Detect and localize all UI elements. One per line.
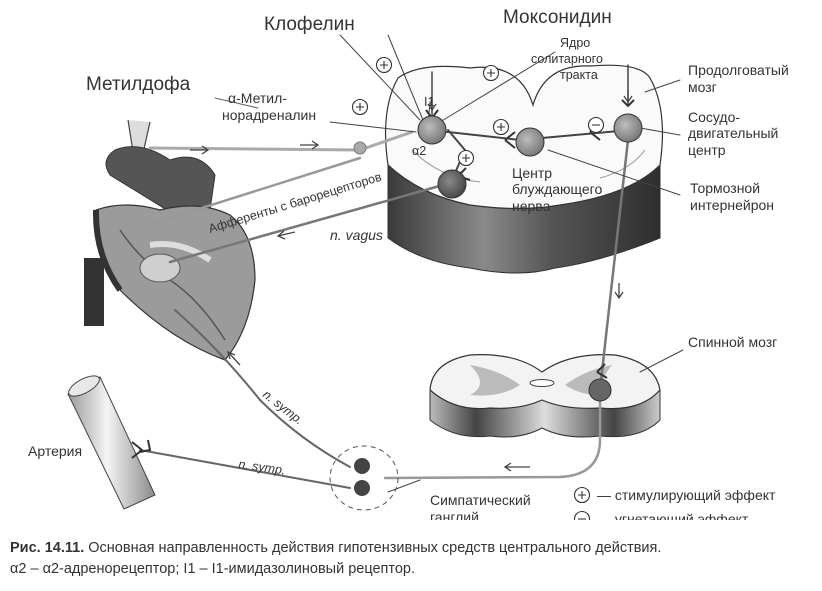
ganglion-neuron-bottom (354, 480, 370, 496)
label-ganglion-1: Симпатический (430, 492, 531, 508)
inhibitory-interneuron-cell (515, 127, 545, 157)
label-alpha2: α2 (412, 144, 426, 158)
label-spinal-cord: Спинной мозг (688, 334, 777, 350)
label-inhibitory-2: интернейрон (690, 197, 774, 213)
vagus-center-cell (437, 169, 467, 199)
label-alpha-methyl-1: α-Метил- (228, 90, 287, 106)
label-vagus-center-1: Центр (512, 165, 552, 181)
plus-icon (375, 56, 393, 74)
label-ganglion-2: ганглий (430, 509, 479, 520)
label-artery: Артерия (28, 443, 82, 459)
label-solitary-2: солитарного (531, 52, 603, 66)
legend-minus-icon (573, 510, 591, 520)
label-medulla-1: Продолговатый (688, 62, 789, 78)
caption-line2: α2 – α2-адренорецептор; I1 – I1-имидазол… (10, 561, 416, 577)
label-solitary-1: Ядро (560, 36, 590, 50)
label-n-vagus: n. vagus (330, 227, 383, 243)
vasomotor-center-cell (613, 113, 643, 143)
ganglion-boundary (329, 445, 399, 511)
label-vasomotor-2: двигательный (688, 125, 778, 141)
minus-icon (587, 116, 605, 134)
flow-arrows (190, 90, 633, 472)
label-n-symp-2: n. symp. (238, 457, 287, 477)
label-vasomotor-1: Сосудо- (688, 109, 740, 125)
caption-line1: Основная направленность действия гипотен… (84, 540, 662, 556)
spinal-neuron (588, 378, 612, 402)
label-vagus-center-3: нерва (512, 198, 551, 214)
legend-plus-text: — стимулирующий эффект (597, 487, 776, 503)
legend-minus-text: — угнетающий эффект (597, 511, 749, 520)
label-alpha-methyl-2: норадреналин (222, 107, 316, 123)
pharmacology-diagram: Клофелин Моксонидин Метилдофа α-Метил- н… (28, 7, 789, 520)
legend-plus-icon (573, 486, 591, 504)
effect-markers (351, 56, 605, 520)
label-vasomotor-3: центр (688, 142, 726, 158)
label-medulla-2: мозг (688, 79, 717, 95)
plus-icon (492, 118, 510, 136)
label-vagus-center-2: блуждающего (512, 181, 602, 197)
baroreceptor-dot (353, 141, 367, 155)
plus-icon (482, 64, 500, 82)
heart-illustration (84, 119, 256, 361)
ganglion-neuron-top (354, 458, 370, 474)
label-clonidine: Клофелин (264, 14, 355, 35)
nuclei (329, 113, 643, 511)
plus-icon (457, 149, 475, 167)
solitary-nucleus (417, 115, 447, 145)
label-methyldopa: Метилдофа (86, 74, 191, 95)
label-inhibitory-1: Тормозной (690, 180, 760, 196)
caption-title: Рис. 14.11. (10, 540, 85, 556)
spinal-cord-block (429, 354, 661, 438)
figure-caption: Рис. 14.11. Основная направленность дейс… (10, 538, 815, 580)
label-i1: I1 (424, 95, 434, 109)
artery-illustration (67, 375, 156, 510)
label-moxonidine: Моксонидин (503, 7, 612, 28)
label-solitary-3: тракта (560, 68, 598, 82)
plus-icon (351, 98, 369, 116)
